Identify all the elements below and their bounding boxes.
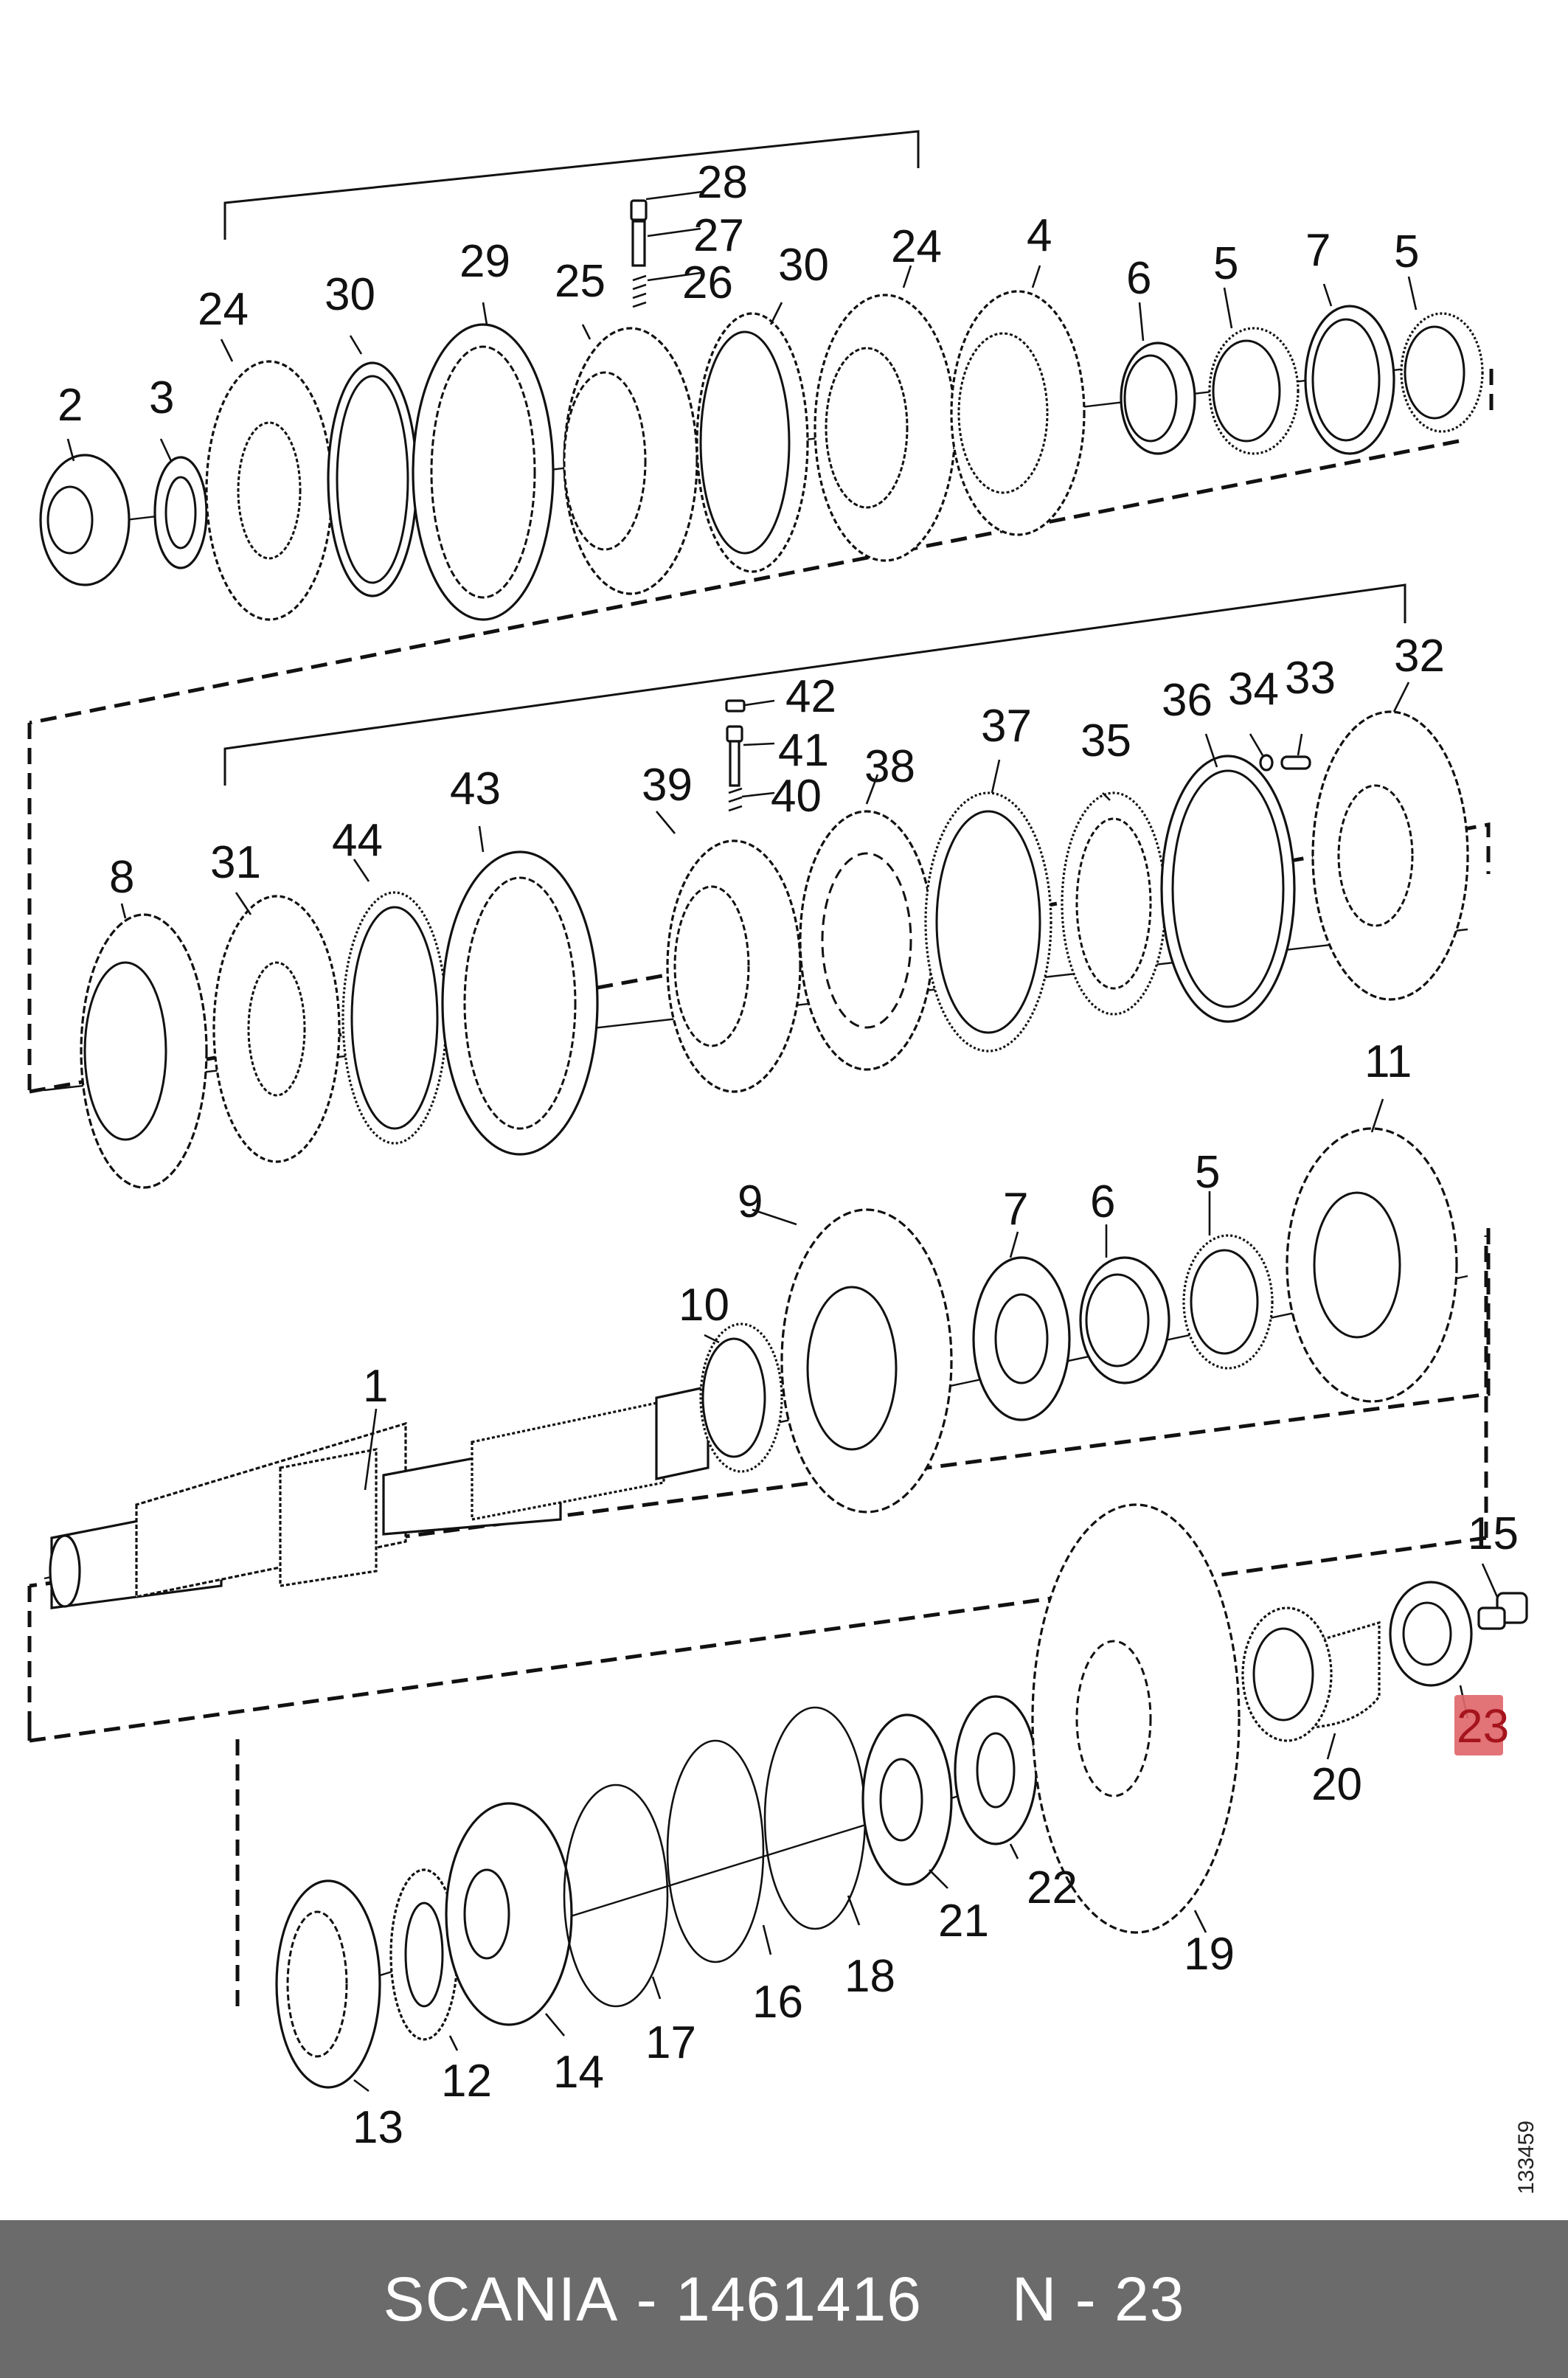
callout: 28 (697, 157, 748, 208)
callout: 5 (1394, 226, 1419, 277)
reference-text: 133459 (1514, 2120, 1538, 2195)
callout: 6 (1126, 253, 1151, 304)
callout: 15 (1468, 1508, 1519, 1559)
callout: 32 (1394, 631, 1445, 682)
callout: 6 (1090, 1176, 1115, 1227)
callout: 36 (1162, 675, 1213, 726)
callout: 26 (682, 257, 733, 308)
callout: 11 (1364, 1036, 1412, 1087)
row2-bracket (223, 583, 1406, 786)
row3-parts (49, 1127, 1458, 1609)
callout: 35 (1080, 715, 1131, 766)
highlight-box (1454, 1695, 1503, 1755)
drawing-reference-number: 133459 (1505, 2117, 1549, 2198)
caption-separator: - (618, 2264, 676, 2334)
callout: 30 (325, 269, 375, 320)
callout: 10 (679, 1280, 729, 1331)
callout: 14 (553, 2047, 604, 2098)
callout: 29 (459, 236, 510, 287)
callout: 18 (844, 1951, 895, 2002)
row1-bracket (223, 130, 920, 240)
callout: 12 (441, 2056, 492, 2107)
callout: 13 (353, 2102, 403, 2153)
callouts-row2: 8 31 44 43 39 42 41 40 38 37 35 36 34 33… (109, 631, 1445, 903)
callout: 3 (149, 372, 174, 423)
callout: 24 (198, 284, 249, 335)
callout: 34 (1228, 664, 1279, 715)
callout: 24 (891, 221, 942, 272)
callout: 4 (1027, 210, 1052, 261)
caption-brand: SCANIA (383, 2264, 619, 2334)
callouts-row1: 2 3 24 30 29 25 28 27 26 30 24 4 6 5 7 5 (58, 157, 1419, 431)
caption-bar: SCANIA - 1461416 N - 23 (0, 2220, 1568, 2378)
callout: 19 (1184, 1929, 1235, 1980)
callout: 42 (785, 671, 836, 722)
row4-parts (275, 1503, 1528, 2089)
callout: 5 (1213, 238, 1238, 289)
dashed-connectors (27, 369, 1494, 2006)
callouts-row3: 1 10 9 7 6 5 11 (363, 1036, 1412, 1412)
callout: 38 (864, 741, 915, 792)
callout: 1 (363, 1361, 388, 1412)
callout: 16 (752, 1977, 803, 2028)
callout: 41 (778, 725, 829, 776)
highlighted-callout: 23 (1457, 1699, 1509, 1753)
callout: 40 (771, 771, 822, 822)
row1-parts (39, 199, 1484, 621)
callout: 30 (778, 240, 829, 291)
callout: 27 (693, 210, 744, 261)
callout: 20 (1311, 1759, 1362, 1810)
callout: 5 (1195, 1147, 1220, 1198)
callout: 33 (1285, 653, 1336, 704)
callout: 44 (332, 815, 383, 866)
callout: 7 (1003, 1184, 1028, 1235)
callout: 39 (642, 760, 693, 811)
callout: 17 (645, 2017, 696, 2068)
caption-gap (922, 2264, 1012, 2335)
row2-parts (80, 699, 1469, 1189)
callout: 7 (1305, 225, 1331, 276)
callout: 31 (210, 837, 261, 888)
caption-part-number: 1461416 (675, 2264, 922, 2334)
callout: 9 (738, 1176, 763, 1227)
callouts-row4: 15 23 20 19 22 21 18 16 17 14 12 13 (353, 1508, 1519, 2153)
caption-position: N - 23 (1011, 2264, 1185, 2334)
callout: 21 (938, 1896, 989, 1947)
callout: 22 (1027, 1862, 1078, 1913)
callout: 43 (450, 763, 501, 814)
callout: 25 (555, 256, 606, 307)
callout: 8 (109, 852, 134, 903)
exploded-parts-diagram: 2 3 24 30 29 25 28 27 26 30 24 4 6 5 7 5… (27, 130, 1528, 2153)
callout: 2 (58, 380, 83, 431)
callout: 37 (981, 701, 1032, 752)
